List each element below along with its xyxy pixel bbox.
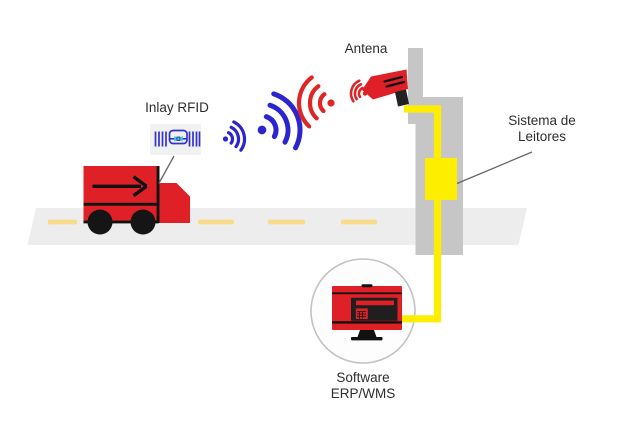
truck-wheel xyxy=(130,209,156,235)
sistema-pointer-line xyxy=(456,151,533,185)
monitor-stand xyxy=(357,330,377,337)
pointer-lines xyxy=(158,151,533,185)
truck-icon xyxy=(83,166,190,235)
inlay-rfid-label: Inlay RFID xyxy=(145,100,209,115)
wave-dot xyxy=(222,136,229,142)
radio-waves-blue-icon xyxy=(222,120,247,152)
software-line2: ERP/WMS xyxy=(330,386,396,401)
rfid-tag-icon xyxy=(150,124,201,155)
sistema-leitores-label: Sistema de Leitores xyxy=(487,113,597,145)
antena-label: Antena xyxy=(344,41,388,56)
antenna-stripes xyxy=(383,75,406,88)
monitor-stand-base xyxy=(351,337,383,341)
monitor-camera xyxy=(361,284,373,288)
antenna-mount xyxy=(395,89,409,107)
antenna-device-icon xyxy=(362,69,409,107)
lane-dash xyxy=(341,219,377,225)
sistema-leitores-line2: Leitores xyxy=(517,129,567,144)
truck-cab xyxy=(158,183,190,223)
wave-dot xyxy=(362,91,368,96)
rfid-chip xyxy=(174,135,183,142)
sistema-leitores-line1: Sistema de xyxy=(508,113,576,128)
radio-waves-red-icon xyxy=(296,75,335,129)
software-line1: Software xyxy=(336,370,390,385)
wave-dot xyxy=(327,99,335,107)
lane-dashes xyxy=(48,219,377,225)
reader-box-icon xyxy=(425,158,457,200)
lane-dash xyxy=(48,219,77,225)
truck-arrow xyxy=(92,175,148,198)
computer-monitor-icon xyxy=(332,284,402,341)
lane-dash xyxy=(198,219,234,225)
monitor-chin-line xyxy=(332,321,402,324)
truck-wheel xyxy=(87,209,113,235)
table-icon-grid xyxy=(357,311,366,319)
lane-dash xyxy=(268,219,305,225)
window-title-bar xyxy=(356,300,394,306)
cable xyxy=(401,105,442,323)
software-erp-wms-label: Software ERP/WMS xyxy=(308,370,418,402)
wave-dot xyxy=(257,125,267,135)
truck-black-details xyxy=(83,166,160,224)
rfid-pointer-line xyxy=(158,155,175,184)
monitor-bezel-line xyxy=(332,292,402,295)
